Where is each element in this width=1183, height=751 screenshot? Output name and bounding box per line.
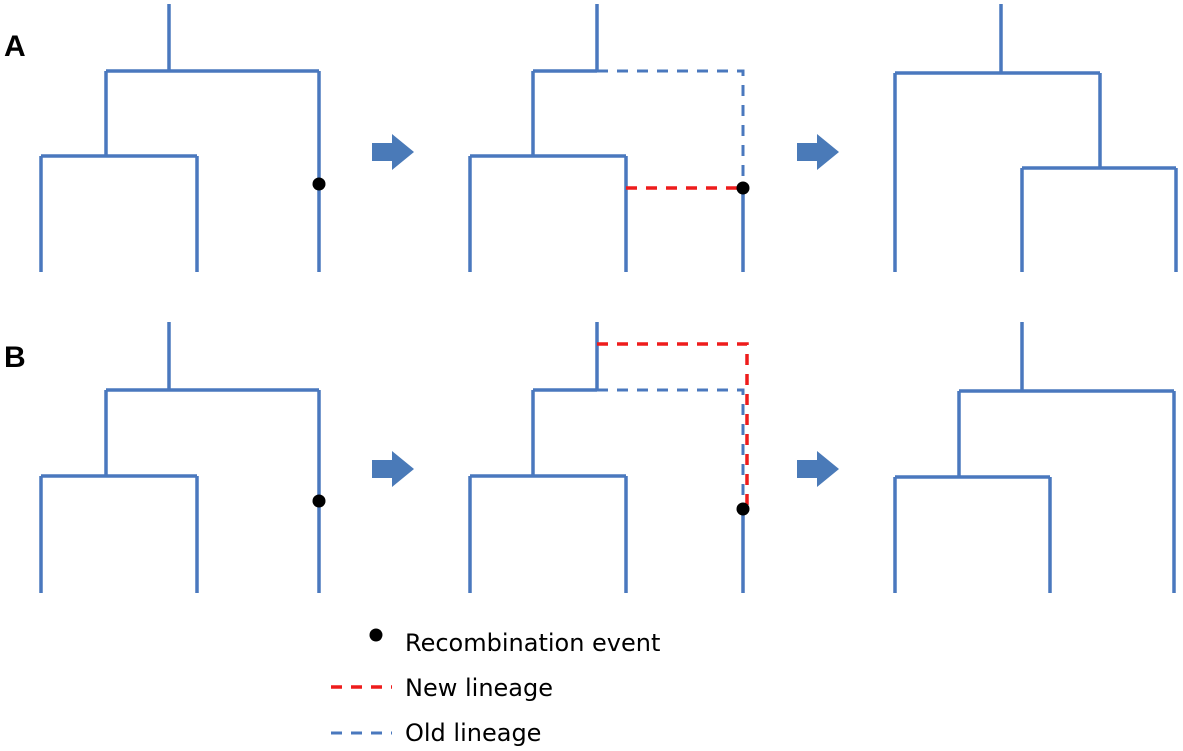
legend: Recombination event New lineage Old line… — [331, 628, 660, 747]
new-lineage-path — [597, 342, 749, 508]
old-lineage-path — [597, 388, 745, 508]
recombination-event-marker — [736, 502, 750, 516]
row-b-tree-recombination — [468, 322, 750, 593]
panel-label-a: A — [4, 30, 26, 63]
transition-arrow-icon — [372, 134, 414, 170]
recombination-event-marker — [736, 181, 750, 195]
transition-arrow-icon — [372, 451, 414, 487]
legend-item-old-lineage: Old lineage — [331, 719, 541, 747]
row-b — [39, 322, 1176, 593]
row-a — [39, 4, 1178, 272]
row-b-tree-original — [39, 322, 326, 593]
recombination-event-icon — [369, 628, 383, 642]
recombination-event-marker — [312, 177, 326, 191]
transition-arrow-icon — [797, 451, 839, 487]
old-lineage-path — [597, 69, 745, 188]
row-a-tree-recombination — [468, 4, 750, 272]
row-b-tree-result — [893, 322, 1176, 593]
row-a-tree-result — [893, 4, 1178, 272]
recombination-event-marker — [312, 494, 326, 508]
legend-label-recombination-event: Recombination event — [405, 629, 660, 657]
row-a-tree-original — [39, 4, 326, 272]
transition-arrow-icon — [797, 134, 839, 170]
panel-label-b: B — [4, 341, 26, 374]
legend-item-new-lineage: New lineage — [331, 674, 553, 702]
legend-label-new-lineage: New lineage — [405, 674, 553, 702]
legend-label-old-lineage: Old lineage — [405, 719, 541, 747]
legend-item-recombination-event: Recombination event — [369, 628, 660, 657]
